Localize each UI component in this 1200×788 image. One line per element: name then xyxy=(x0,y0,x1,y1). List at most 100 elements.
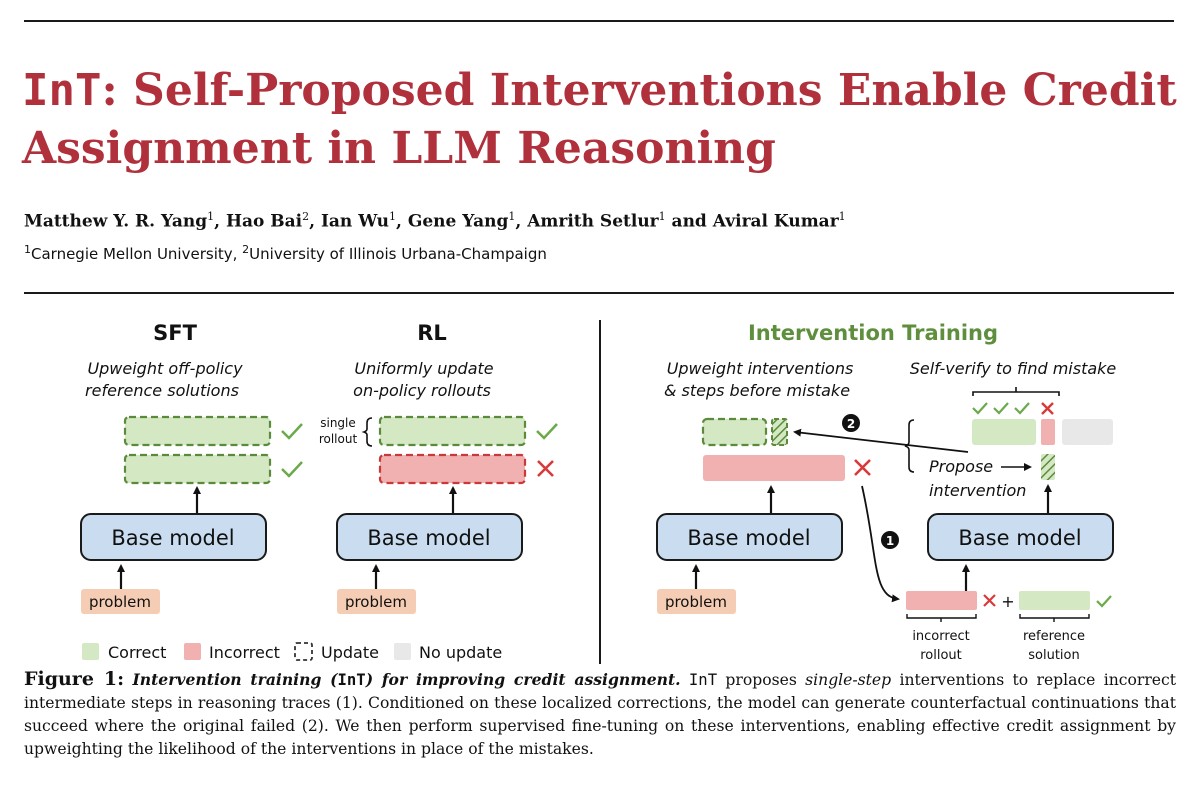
int-right-base-model-label: Base model xyxy=(958,526,1081,550)
rl-subtitle-line1: Uniformly update xyxy=(354,359,493,378)
propose-label-line2: intervention xyxy=(929,481,1026,500)
paper-title: InT: Self-Proposed Interventions Enable … xyxy=(22,62,1182,178)
author-affiliation-marker: 1 xyxy=(508,210,516,223)
propose-label-line1: Propose xyxy=(929,457,993,476)
step-1-arrow xyxy=(861,485,900,603)
legend-incorrect-label: Incorrect xyxy=(209,643,280,662)
author-name: Hao Bai xyxy=(225,211,303,232)
verified-no-update-steps xyxy=(1062,419,1113,445)
check-icon xyxy=(281,423,303,440)
caption-body-1: proposes xyxy=(717,671,806,689)
caption-heading-post: ) for improving credit assignment. xyxy=(365,670,681,689)
rl-rollout-bracket xyxy=(361,417,373,447)
verify-bracket xyxy=(972,387,1060,396)
check-icon xyxy=(993,402,1009,415)
int-right-base-model xyxy=(927,513,1114,561)
step-2-number: 2 xyxy=(847,417,855,431)
int-incorrect-rollout xyxy=(703,455,845,481)
author-name: Aviral Kumar xyxy=(712,211,839,232)
rl-problem-box xyxy=(337,589,416,614)
author-name: Ian Wu xyxy=(320,211,389,232)
cross-icon xyxy=(537,460,554,477)
title-part-2: Assignment in LLM Reasoning xyxy=(22,123,776,174)
incorrect-rollout-label-2: rollout xyxy=(920,648,962,663)
caption-heading: Intervention training (InT) for improvin… xyxy=(132,670,680,689)
cross-icon xyxy=(854,459,871,476)
int-heading: Intervention Training xyxy=(748,321,998,345)
rl-base-model-label: Base model xyxy=(367,526,490,550)
author-separator: , xyxy=(395,211,408,232)
author-separator: , xyxy=(515,211,528,232)
step-2-arrow xyxy=(793,428,969,453)
rl-subtitle-line2: on-policy rollouts xyxy=(353,381,491,400)
reference-solution-label-2: solution xyxy=(1028,648,1079,663)
sft-problem-box xyxy=(81,589,160,614)
reference-solution-label-1: reference xyxy=(1023,629,1085,644)
author-list: Matthew Y. R. Yang1, Hao Bai2, Ian Wu1, … xyxy=(24,210,846,232)
sft-reference-solution-2 xyxy=(123,453,272,485)
incorrect-rollout-bracket xyxy=(906,614,977,622)
group-bracket xyxy=(904,419,915,473)
caption-body-emphasis: single-step xyxy=(805,671,892,689)
legend-no-update-swatch xyxy=(394,643,411,660)
caption-heading-code: InT xyxy=(337,671,366,689)
rl-incorrect-rollout xyxy=(378,453,527,485)
step-1-badge xyxy=(881,531,899,549)
author-affiliation-marker: 1 xyxy=(838,210,846,223)
author-affiliation-marker: 1 xyxy=(207,210,215,223)
author-affiliation-marker: 1 xyxy=(388,210,396,223)
step-2-badge xyxy=(842,414,860,432)
int-problem-box xyxy=(657,589,736,614)
rl-correct-rollout xyxy=(378,415,527,447)
sft-subtitle-line2: reference solutions xyxy=(85,381,239,400)
author-separator: , xyxy=(309,211,321,232)
affiliation-number: 1 xyxy=(24,243,31,256)
sft-base-model-label: Base model xyxy=(111,526,234,550)
author-separator: and xyxy=(665,211,713,232)
int-intervention-update xyxy=(771,418,788,446)
cross-icon xyxy=(1041,402,1054,415)
legend-correct-swatch xyxy=(82,643,99,660)
author-affiliation-marker: 2 xyxy=(302,210,310,223)
figure-1: SFT Upweight off-policy reference soluti… xyxy=(80,320,1117,664)
legend-no-update-label: No update xyxy=(419,643,502,662)
input-reference-solution xyxy=(1019,591,1090,610)
sft-problem-label: problem xyxy=(89,593,151,611)
author-name: Gene Yang xyxy=(407,211,509,232)
incorrect-rollout-label-1: incorrect xyxy=(912,629,969,644)
int-left-base-model-label: Base model xyxy=(687,526,810,550)
int-right-subtitle: Self-verify to find mistake xyxy=(910,359,1117,378)
proposed-intervention xyxy=(1041,454,1055,480)
rl-problem-label: problem xyxy=(345,593,407,611)
step-1-number: 1 xyxy=(886,534,894,548)
header-rule xyxy=(24,292,1174,294)
rl-heading: RL xyxy=(417,321,447,345)
legend-correct-label: Correct xyxy=(108,643,166,662)
input-incorrect-rollout xyxy=(906,591,977,610)
verified-correct-steps xyxy=(972,419,1036,445)
int-left-base-model xyxy=(656,513,843,561)
affiliation-name: Carnegie Mellon University xyxy=(31,245,233,263)
int-problem-label: problem xyxy=(665,593,727,611)
top-rule xyxy=(24,20,1174,22)
author-affiliation-marker: 1 xyxy=(658,210,666,223)
legend-incorrect-swatch xyxy=(184,643,201,660)
sft-heading: SFT xyxy=(153,321,197,345)
sft-reference-solution-1 xyxy=(123,415,272,447)
plus-sign: + xyxy=(1001,592,1014,611)
check-icon xyxy=(281,461,303,478)
author-name: Matthew Y. R. Yang xyxy=(24,211,208,232)
title-part-1: : Self-Proposed Interventions Enable Cre… xyxy=(101,65,1177,116)
caption-body-2: interventions to replace incorrect inter… xyxy=(24,671,1177,758)
rl-single-rollout-line2: rollout xyxy=(319,432,358,446)
affiliation-name: University of Illinois Urbana-Champaign xyxy=(249,245,547,263)
rl-base-model xyxy=(336,513,523,561)
author-separator: , xyxy=(214,211,226,232)
check-icon xyxy=(1096,595,1112,608)
affiliation-list: 1Carnegie Mellon University, 2University… xyxy=(24,243,547,263)
check-icon xyxy=(1014,402,1030,415)
caption-heading-pre: Intervention training ( xyxy=(132,670,338,689)
caption-body-code: InT xyxy=(688,671,718,689)
int-left-subtitle-line1: Upweight interventions xyxy=(667,359,854,378)
int-left-subtitle-line2: & steps before mistake xyxy=(664,381,850,400)
